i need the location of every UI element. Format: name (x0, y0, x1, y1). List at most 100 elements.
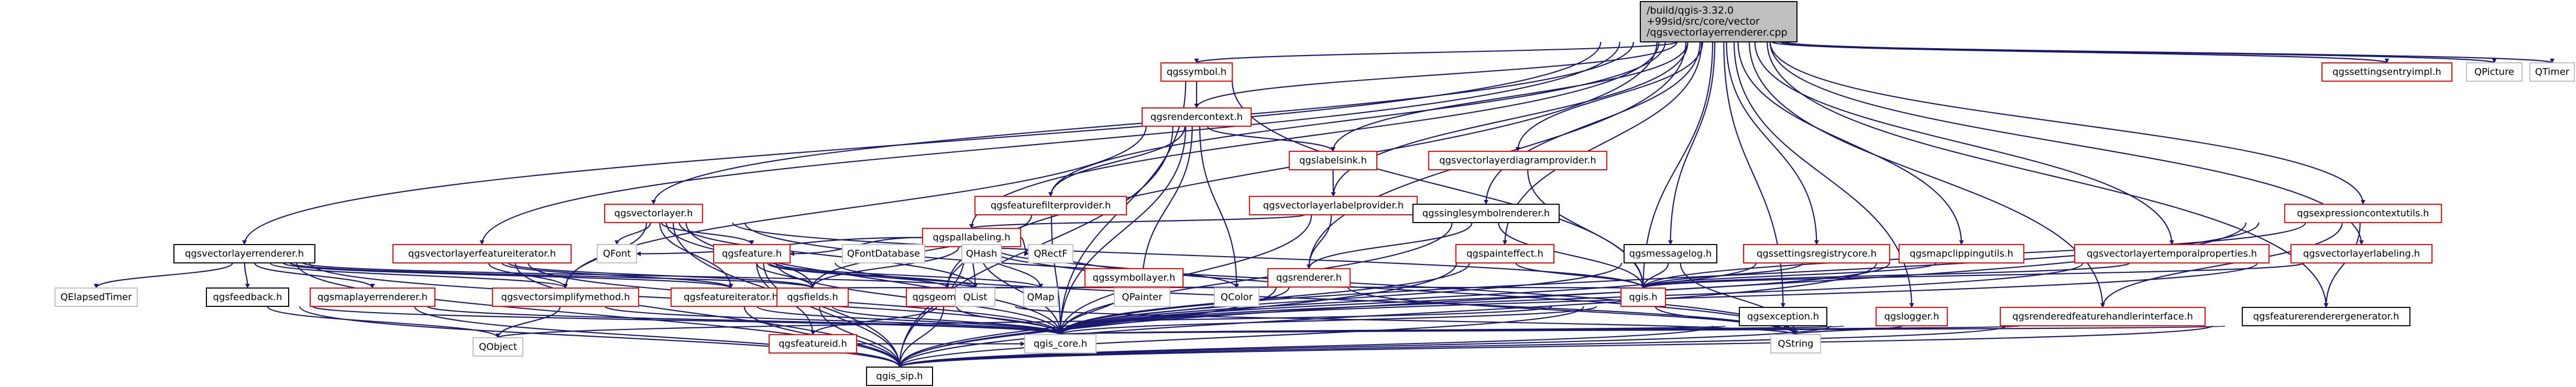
edge-qgssinglesymbolrenderer-to-qgis (1498, 222, 1646, 289)
node-box (1023, 288, 1058, 307)
node-qgsvectorlayerfeatureiterator[interactable]: qgsvectorlayerfeatureiterator.h (392, 244, 572, 263)
node-qgsvectorlayertemporalproperties[interactable]: qgsvectorlayertemporalproperties.h (2074, 244, 2270, 263)
node-qmap[interactable]: QMap (1023, 288, 1058, 307)
edge-qgsfeedback-to-qobject (267, 306, 500, 338)
node-qgsvectorlayerdiagramprovider[interactable]: qgsvectorlayerdiagramprovider.h (1428, 151, 1607, 170)
node-box (2466, 62, 2523, 82)
node-box (1428, 151, 1607, 170)
node-qcolor[interactable]: QColor (1214, 288, 1259, 307)
node-qgssymbollayer[interactable]: qgssymbollayer.h (1084, 268, 1183, 288)
node-box (974, 196, 1127, 215)
edge-qgsrendercontext-to-qgis_core (1058, 126, 1187, 335)
node-box (54, 288, 138, 307)
node-label: qgis.h (1629, 292, 1657, 303)
node-label: qgsfeature.h (722, 248, 782, 259)
node-qgis[interactable]: qgis.h (1620, 288, 1666, 307)
edge-qgsvectorlayer-to-qfont (615, 222, 651, 245)
node-qobject[interactable]: QObject (473, 337, 523, 357)
edge-qgspallabeling-to-qcolor (992, 246, 1239, 289)
node-label: qgssettingsentryimpl.h (2332, 67, 2441, 78)
node-qfont[interactable]: QFont (597, 244, 637, 263)
node-qgsvectorlayerlabeling[interactable]: qgsvectorlayerlabeling.h (2290, 244, 2432, 263)
node-qgsrenderer[interactable]: qgsrenderer.h (1267, 268, 1351, 288)
node-qgsfeedback[interactable]: qgsfeedback.h (206, 288, 289, 307)
node-qelapsedtimer[interactable]: QElapsedTimer (54, 288, 138, 307)
node-qgspallabeling[interactable]: qgspallabeling.h (922, 228, 1021, 247)
edge-qgsvectorlayerfeatureiterator-to-qgsfeatureiterator (501, 262, 733, 289)
edge-qgis-to-qgis_core (1058, 305, 1597, 336)
node-qgsvectorlayer[interactable]: qgsvectorlayer.h (604, 204, 703, 223)
node-qgssinglesymbolrenderer[interactable]: qgssinglesymbolrenderer.h (1412, 204, 1560, 223)
node-box (1249, 196, 1418, 215)
node-qgsfeature[interactable]: qgsfeature.h (713, 244, 791, 263)
node-root[interactable]: /build/qgis-3.32.0+99sid/src/core/vector… (1640, 1, 1797, 42)
node-box (961, 244, 1002, 263)
edge-qgsfeaturefilterprovider-to-qgis_core (1050, 214, 1063, 335)
node-qgsfeatureid[interactable]: qgsfeatureid.h (769, 334, 857, 353)
node-qgsfeaturefilterprovider[interactable]: qgsfeaturefilterprovider.h (974, 196, 1127, 215)
node-qrectf[interactable]: QRectF (1028, 244, 1073, 263)
node-qgis-core[interactable]: qgis_core.h (1024, 334, 1097, 353)
node-box (769, 334, 857, 353)
edge-qgsvectorsimplifymethod-to-qobject (496, 306, 561, 338)
node-qgis-sip[interactable]: qgis_sip.h (866, 367, 933, 386)
node-qgsfeatureiterator[interactable]: qgsfeatureiterator.h (671, 288, 791, 307)
edge-qgsvectorlayerrenderer_h-to-qgis_sip (296, 262, 902, 368)
node-qgsvectorsimplifymethod[interactable]: qgsvectorsimplifymethod.h (492, 288, 639, 307)
node-label: QPicture (2474, 67, 2514, 78)
node-label: QTimer (2535, 67, 2570, 78)
node-qstring[interactable]: QString (1770, 334, 1821, 353)
node-label: QHash (966, 248, 997, 259)
edge-qgsrendercontext-to-qpainter (1139, 126, 1193, 289)
edge-qgsvectorlayerlabelprovider-to-qgspallabeling (969, 214, 1305, 229)
node-qhash[interactable]: QHash (961, 244, 1002, 263)
edge-root-to-qgsfeaturefilterprovider (1048, 41, 1666, 197)
node-qfontdatabase[interactable]: QFontDatabase (842, 244, 925, 263)
node-qgsmapclippingutils[interactable]: qgsmapclippingutils.h (1899, 244, 2024, 263)
node-qpainter[interactable]: QPainter (1114, 288, 1170, 307)
edge-root-to-qgsvectorlayerfeatureiterator (479, 41, 1620, 245)
node-qgsrendercontext[interactable]: qgsrendercontext.h (1142, 107, 1252, 127)
node-box (1114, 288, 1170, 307)
node-box (1876, 307, 1948, 326)
node-qpicture[interactable]: QPicture (2466, 62, 2523, 82)
edge-qgsexpressioncontextutils-to-qgsfeaturerenderergenerator (2323, 222, 2361, 308)
edge-qgsfeature-to-qlist (769, 262, 978, 289)
node-qgsfeaturerenderergenerator[interactable]: qgsfeaturerenderergenerator.h (2242, 307, 2410, 326)
edge-qgsmapclippingutils-to-qgis (1641, 262, 1937, 289)
node-qgsexpressioncontextutils[interactable]: qgsexpressioncontextutils.h (2284, 204, 2442, 223)
node-label: qgsfields.h (787, 292, 838, 303)
node-qgssettingsentryimpl[interactable]: qgssettingsentryimpl.h (2321, 62, 2452, 82)
node-label: qgspainteffect.h (1466, 248, 1543, 259)
node-label: qgssymbol.h (1167, 67, 1226, 78)
node-qgsmessagelog[interactable]: qgsmessagelog.h (1624, 244, 1717, 263)
node-qgsfields[interactable]: qgsfields.h (776, 288, 849, 307)
node-qgsexception[interactable]: qgsexception.h (1739, 307, 1827, 326)
node-qgslogger[interactable]: qgslogger.h (1876, 307, 1948, 326)
node-label: qgslogger.h (1884, 311, 1939, 322)
node-qgslabelsink[interactable]: qgslabelsink.h (1289, 151, 1377, 170)
node-qtimer[interactable]: QTimer (2529, 62, 2575, 82)
edge-qgspainteffect-to-qgis (1515, 262, 1646, 289)
edge-qgsrendercontext-to-qgsfeaturefilterprovider (1048, 126, 1186, 197)
node-qgssettingsregistrycore[interactable]: qgssettingsregistrycore.h (1743, 244, 1890, 263)
edge-root-to-qgis (1641, 41, 1714, 289)
node-label: qgsexpressioncontextutils.h (2297, 208, 2429, 219)
node-qlist[interactable]: QList (955, 288, 995, 307)
edge-root-to-qgssymbol (1194, 41, 1678, 64)
node-qgssymbol[interactable]: qgssymbol.h (1160, 62, 1233, 82)
node-qgsvectorlayerlabelprovider[interactable]: qgsvectorlayerlabelprovider.h (1249, 196, 1418, 215)
node-label: qgsvectorsimplifymethod.h (501, 292, 630, 303)
edge-root-to-qgsmapclippingutils (1737, 41, 1964, 245)
node-qgsvectorlayerrenderer-h[interactable]: qgsvectorlayerrenderer.h (173, 244, 315, 263)
node-label: qgsfeaturerenderergenerator.h (2253, 311, 2399, 322)
node-qgsmaplayerrenderer[interactable]: qgsmaplayerrenderer.h (310, 288, 435, 307)
nodes-layer: /build/qgis-3.32.0+99sid/src/core/vector… (54, 1, 2575, 386)
node-qgspainteffect[interactable]: qgspainteffect.h (1455, 244, 1554, 263)
edge-qgsfeature-to-qmap (774, 262, 1043, 289)
edge-qgsfeedback-to-qgis_sip (299, 306, 902, 368)
edge-qgssinglesymbolrenderer-to-qgsrenderer (1307, 222, 1473, 269)
node-qgsrenderedfeaturehandlerinterface[interactable]: qgsrenderedfeaturehandlerinterface.h (2000, 307, 2206, 326)
node-box (2284, 204, 2442, 223)
edge-qgslogger-to-qstring (1793, 325, 1903, 336)
